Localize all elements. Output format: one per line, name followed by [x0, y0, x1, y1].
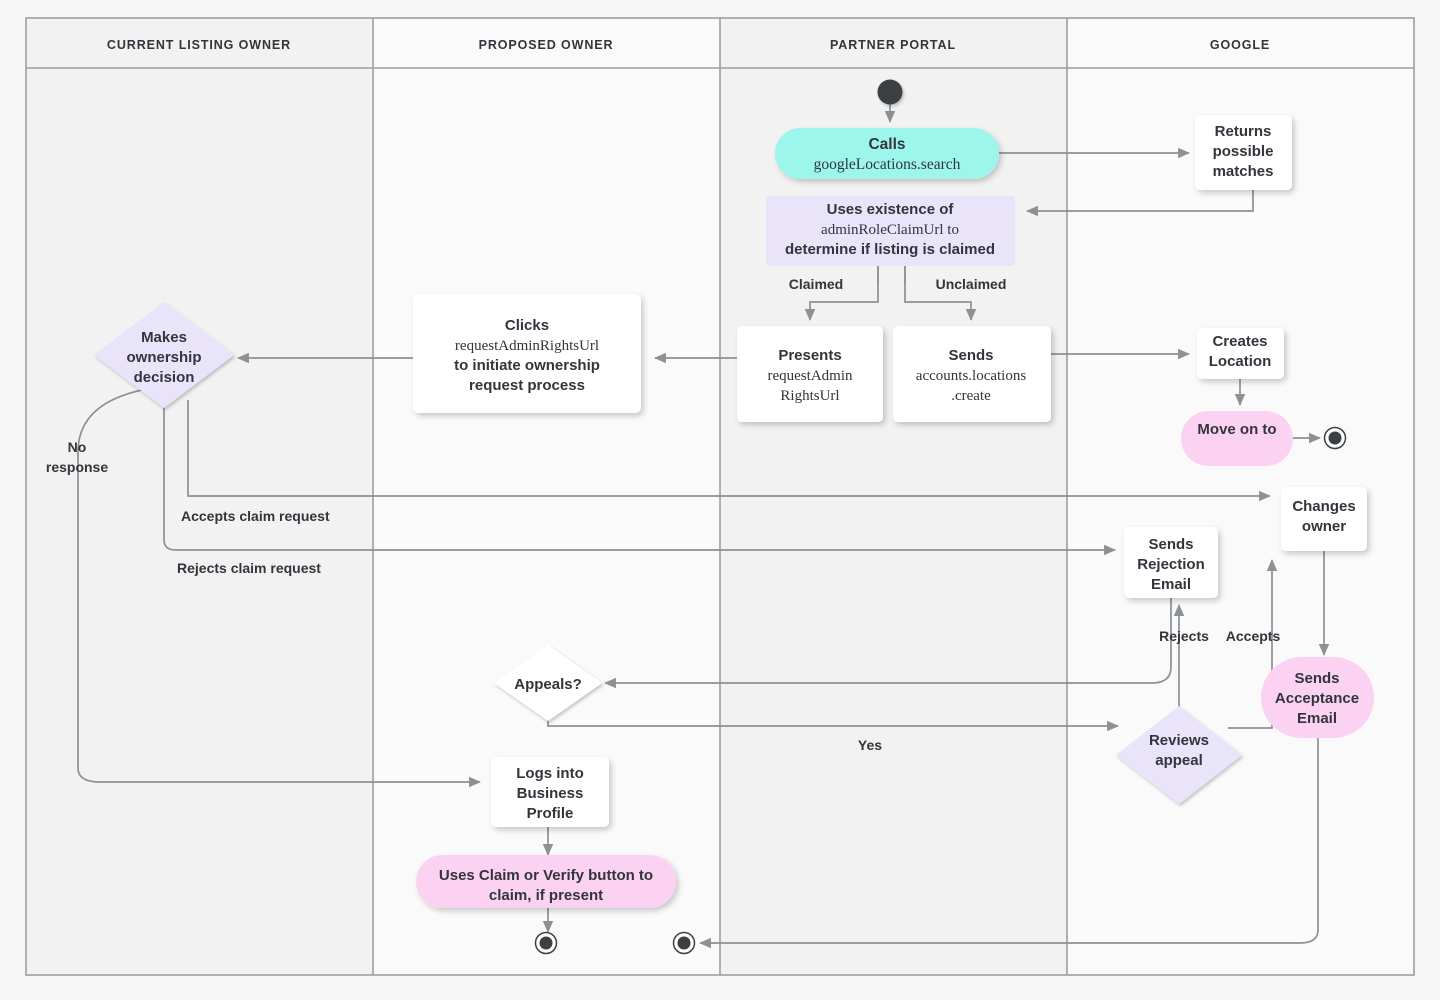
clicks-request-admin-rights-url[interactable]: Clicks requestAdminRightsUrl to initiate… [413, 294, 641, 413]
edge-label-unclaimed: Unclaimed [936, 276, 1007, 292]
returns-possible-matches[interactable]: Returns possible matches [1195, 115, 1292, 190]
sends-create-line2: accounts.locations [916, 368, 1027, 384]
sends-create-line1: Sends [948, 347, 993, 364]
edge-label-no-response-line1: No [68, 439, 87, 455]
makes-decision-line2: ownership [126, 349, 201, 366]
lane-header-partner-portal: PARTNER PORTAL [830, 38, 956, 52]
edge-reviews-accepts [1228, 559, 1278, 729]
appeals-decision[interactable]: Appeals? [494, 645, 602, 721]
edge-label-rejects-claim-request: Rejects claim request [177, 560, 321, 576]
presents-line3: RightsUrl [780, 388, 839, 404]
creates-location-line1: Creates [1212, 333, 1267, 350]
returns-label-line2: possible [1213, 143, 1274, 160]
logs-into-line3: Profile [527, 805, 574, 822]
sends-rejection-line1: Sends [1148, 536, 1193, 553]
uses-claim-line2: claim, if present [489, 887, 603, 904]
clicks-line4: request process [469, 377, 585, 394]
edge-returns-to-uses [1026, 190, 1254, 217]
logs-into-line1: Logs into [516, 765, 584, 782]
edge-acceptance-to-end [699, 738, 1319, 949]
edge-label-no-response-line2: response [46, 459, 108, 475]
calls-label-line1: Calls [868, 136, 905, 153]
sends-rejection-line3: Email [1151, 576, 1191, 593]
start-node-partner-portal [877, 79, 903, 105]
uses-claim-line1: Uses Claim or Verify button to [439, 867, 653, 884]
end-node-partner-portal [672, 931, 696, 955]
sends-rejection-email[interactable]: Sends Rejection Email [1124, 527, 1218, 598]
lane-header-google: GOOGLE [1210, 38, 1270, 52]
makes-decision-line1: Makes [141, 329, 187, 346]
clicks-line1: Clicks [505, 317, 549, 334]
sends-acceptance-line2: Acceptance [1275, 690, 1359, 707]
sends-accounts-locations-create[interactable]: Sends accounts.locations .create [893, 326, 1051, 422]
edge-accepts-claim-request [187, 400, 1271, 502]
uses-existence-line1: Uses existence of [827, 201, 955, 218]
edge-rejection-to-appeals [604, 598, 1172, 689]
edge-no-response [77, 389, 481, 788]
sends-create-line3: .create [951, 388, 991, 404]
edge-label-accepts-claim-request: Accepts claim request [181, 508, 330, 524]
move-on-to-label: Move on to [1197, 421, 1276, 438]
edge-label-claimed: Claimed [789, 276, 843, 292]
sends-acceptance-line3: Email [1297, 710, 1337, 727]
edge-labels: Claimed Unclaimed No response Accepts cl… [46, 276, 1281, 753]
changes-owner-line2: owner [1302, 518, 1346, 535]
uses-claim-or-verify-button[interactable]: Uses Claim or Verify button to claim, if… [416, 855, 676, 908]
sends-acceptance-line1: Sends [1294, 670, 1339, 687]
reviews-appeal-line2: appeal [1155, 752, 1203, 769]
makes-decision-line3: decision [134, 369, 195, 386]
returns-label-line1: Returns [1215, 123, 1272, 140]
presents-line1: Presents [778, 347, 841, 364]
sends-acceptance-email[interactable]: Sends Acceptance Email [1261, 657, 1374, 738]
lane-header-current-listing-owner: CURRENT LISTING OWNER [107, 38, 291, 52]
changes-owner[interactable]: Changes owner [1281, 487, 1367, 551]
edge-label-accepts: Accepts [1226, 628, 1281, 644]
reviews-appeal[interactable]: Reviews appeal [1116, 706, 1242, 804]
makes-ownership-decision[interactable]: Makes ownership decision [94, 302, 234, 408]
edge-label-yes: Yes [858, 737, 882, 753]
creates-location[interactable]: Creates Location [1197, 328, 1284, 379]
branch-connector [877, 266, 906, 284]
presents-line2: requestAdmin [768, 368, 853, 384]
calls-google-locations-search[interactable]: Calls googleLocations.search [775, 128, 999, 179]
clicks-line2: requestAdminRightsUrl [455, 338, 599, 354]
edge-rejects-claim-request [163, 400, 1116, 556]
reviews-appeal-line1: Reviews [1149, 732, 1209, 749]
uses-existence-line2: adminRoleClaimUrl to [821, 222, 959, 238]
end-node-google [1323, 426, 1347, 450]
creates-location-line2: Location [1209, 353, 1272, 370]
logs-into-business-profile[interactable]: Logs into Business Profile [491, 757, 609, 827]
move-on-to[interactable]: Move on to [1181, 411, 1293, 466]
calls-label-line2: googleLocations.search [814, 156, 961, 173]
presents-request-admin-rights-url[interactable]: Presents requestAdmin RightsUrl [737, 326, 883, 422]
logs-into-line2: Business [517, 785, 584, 802]
edge-label-rejects: Rejects [1159, 628, 1209, 644]
appeals-label: Appeals? [514, 676, 582, 693]
sends-rejection-line2: Rejection [1137, 556, 1205, 573]
uses-existence-of-admin-role-claim-url[interactable]: Uses existence of adminRoleClaimUrl to d… [766, 196, 1015, 266]
end-node-proposed-owner [534, 931, 558, 955]
uses-existence-line3: determine if listing is claimed [785, 241, 995, 258]
lane-header-proposed-owner: PROPOSED OWNER [479, 38, 614, 52]
changes-owner-line1: Changes [1292, 498, 1355, 515]
clicks-line3: to initiate ownership [454, 357, 600, 374]
returns-label-line3: matches [1213, 163, 1274, 180]
